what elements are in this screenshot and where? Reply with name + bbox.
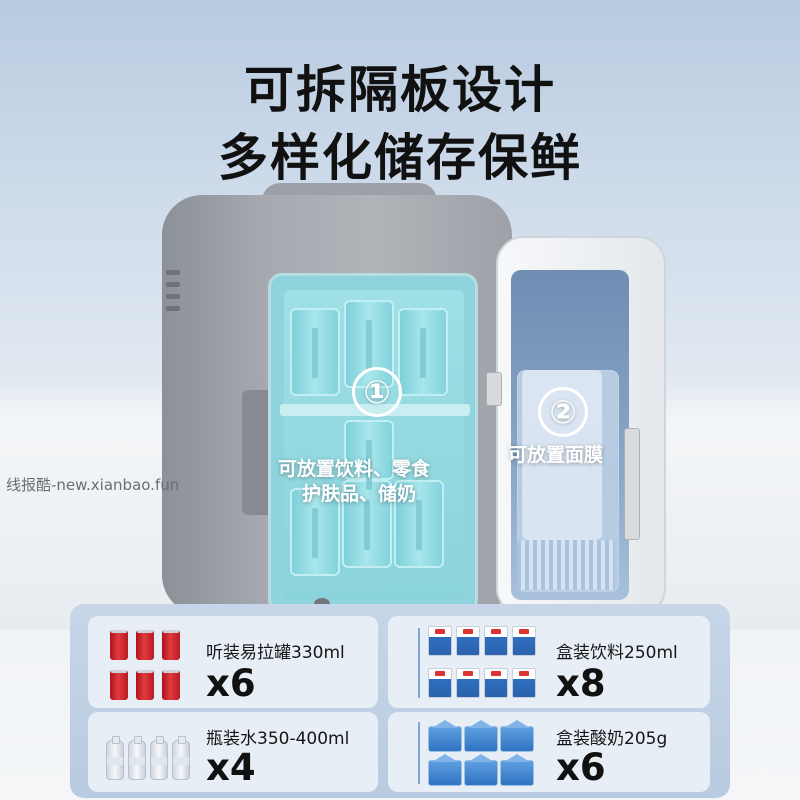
item-label: 盒装饮料250ml [556,643,678,663]
divider [418,628,420,698]
watermark: 线报酷-new.xianbao.fun [6,476,180,494]
item-count: x8 [556,662,606,705]
item-count: x6 [556,746,606,789]
item-label: 盒装酸奶205g [556,729,668,749]
vent-slot [166,294,180,299]
callout-1-line-2: 护肤品、储奶 [302,483,417,505]
item-count: x6 [206,662,256,705]
vent-slot [166,282,180,287]
item-label: 听装易拉罐330ml [206,643,345,663]
vent-slot [166,306,180,311]
callout-1-line-1: 可放置饮料、零食 [278,458,431,480]
milk-box [398,308,448,396]
headline-line-2: 多样化储存保鲜 [218,129,582,187]
headline-line-1: 可拆隔板设计 [244,61,556,119]
milk-box [342,480,392,568]
milk-box [290,308,340,396]
milk-box [290,488,340,576]
door-hinge [486,372,502,406]
item-label: 瓶装水350-400ml [206,729,350,749]
callout-2-line-1: 可放置面膜 [508,444,604,466]
callout-number-2: ② [538,387,588,437]
callout-number-1: ① [352,367,402,417]
door-hinge [624,428,640,540]
milk-box [344,420,394,490]
milk-box [394,480,444,568]
vent-slot [166,270,180,275]
item-count: x4 [206,746,256,789]
divider [418,722,420,784]
door-grill [517,540,615,590]
